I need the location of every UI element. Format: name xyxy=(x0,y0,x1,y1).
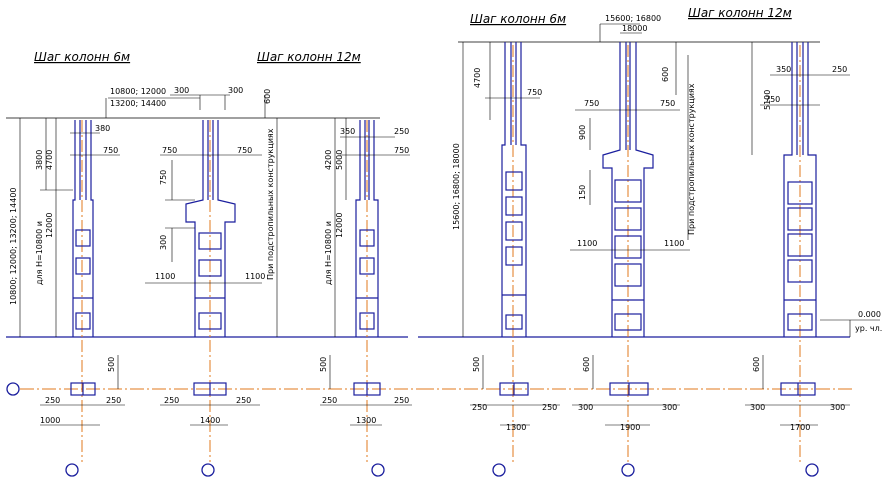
dim-350: 350 xyxy=(340,127,355,136)
axis-bubbles-bottom xyxy=(65,463,819,477)
dim-380: 380 xyxy=(95,124,110,133)
plan5-width: 1900 xyxy=(620,423,640,432)
dim-750-c6: 750 xyxy=(765,95,780,104)
dim-750-c5l: 750 xyxy=(584,99,599,108)
right-dimension-labels: 15600; 16800 18000 600 4700 750 15600; 1… xyxy=(452,14,882,432)
dim-750-c4: 750 xyxy=(527,88,542,97)
plan6-width: 1700 xyxy=(790,423,810,432)
title-left-6m: Шаг колонн 6м xyxy=(34,50,130,64)
plan3-250r: 250 xyxy=(394,396,409,405)
plan5-300l: 300 xyxy=(578,403,593,412)
dim-total-height-left: 10800; 12000; 13200; 14400 xyxy=(9,187,18,305)
note-truss-left: При подстропильных конструкциях xyxy=(266,128,275,280)
dim-top-span-b: 13200; 14400 xyxy=(110,99,166,108)
note-c1: для Н=10800 и xyxy=(35,221,44,285)
dim-12000-c1: 12000 xyxy=(45,213,54,238)
title-right-6m: Шаг колонн 6м xyxy=(470,12,566,26)
dim-top-span-a: 10800; 12000 xyxy=(110,87,166,96)
plan2-width: 1400 xyxy=(200,416,220,425)
plan4-250r: 250 xyxy=(542,403,557,412)
note-truss-right: При подстропильных конструкциях xyxy=(687,83,696,235)
note-c3: для Н=10800 и xyxy=(324,221,333,285)
plan6-300r: 300 xyxy=(830,403,845,412)
dim-600-c5: 600 xyxy=(582,357,591,372)
dim-300b: 300 xyxy=(228,86,243,95)
plan1-250l: 250 xyxy=(45,396,60,405)
dim-300-vertical: 300 xyxy=(159,235,168,250)
dim-150: 150 xyxy=(578,185,587,200)
dim-750-c2l: 750 xyxy=(162,146,177,155)
dim-4700-left: 4700 xyxy=(45,150,54,170)
plan2-250l: 250 xyxy=(164,396,179,405)
dim-top-span-a-right: 15600; 16800 xyxy=(605,14,661,23)
dim-600-left: 600 xyxy=(263,89,272,104)
dim-500-c3: 500 xyxy=(319,357,328,372)
column-1 xyxy=(72,120,94,337)
dim-3800: 3800 xyxy=(35,150,44,170)
dimension-lines xyxy=(19,23,880,426)
axis-bubble-left xyxy=(6,382,20,396)
title-left-12m: Шаг колонн 12м xyxy=(257,50,361,64)
dim-750-vertical: 750 xyxy=(159,170,168,185)
column-3 xyxy=(355,120,379,337)
dim-600-c6: 600 xyxy=(752,357,761,372)
dim-750-c2r: 750 xyxy=(237,146,252,155)
column-4 xyxy=(501,42,527,337)
dim-250-right: 250 xyxy=(832,65,847,74)
plan4-width: 1300 xyxy=(506,423,526,432)
dim-1100-left-r: 1100 xyxy=(245,272,265,281)
plan1-width: 1000 xyxy=(40,416,60,425)
dim-1100-right-l: 1100 xyxy=(577,239,597,248)
dim-5000: 5000 xyxy=(335,150,344,170)
dim-500-c2: 500 xyxy=(107,357,116,372)
plan3-width: 1300 xyxy=(356,416,376,425)
plan6-300l: 300 xyxy=(750,403,765,412)
plan-sections xyxy=(70,382,816,396)
dim-250-left: 250 xyxy=(394,127,409,136)
dim-350-right: 350 xyxy=(776,65,791,74)
dim-600-right: 600 xyxy=(661,67,670,82)
plan3-250l: 250 xyxy=(322,396,337,405)
dim-750-c1: 750 xyxy=(103,146,118,155)
dim-500-c4: 500 xyxy=(472,357,481,372)
dim-750-c5r: 750 xyxy=(660,99,675,108)
dim-4200: 4200 xyxy=(324,150,333,170)
dim-1100-left-l: 1100 xyxy=(155,272,175,281)
dim-1100-right-r: 1100 xyxy=(664,239,684,248)
column-2 xyxy=(185,120,236,337)
plan4-250l: 250 xyxy=(472,403,487,412)
dim-900: 900 xyxy=(578,125,587,140)
column-5 xyxy=(602,42,654,337)
column-6 xyxy=(783,42,817,337)
plan5-300r: 300 xyxy=(662,403,677,412)
dim-12000-c3: 12000 xyxy=(335,213,344,238)
title-right-12m: Шаг колонн 12м xyxy=(688,6,792,20)
dim-5100: 5100 xyxy=(763,90,772,110)
plan2-250r: 250 xyxy=(236,396,251,405)
level-value: 0.000 xyxy=(858,310,881,319)
dim-750-c3: 750 xyxy=(394,146,409,155)
dim-4700-right: 4700 xyxy=(473,68,482,88)
left-dimension-labels: 10800; 12000 13200; 14400 300 300 600 38… xyxy=(9,86,409,425)
dim-300a: 300 xyxy=(174,86,189,95)
top-lines xyxy=(6,41,820,119)
dim-top-span-b-right: 18000 xyxy=(622,24,647,33)
level-label: ур. чл. xyxy=(855,324,882,333)
dim-total-height-right: 15600; 16800; 18000 xyxy=(452,143,461,230)
plan1-250r: 250 xyxy=(106,396,121,405)
